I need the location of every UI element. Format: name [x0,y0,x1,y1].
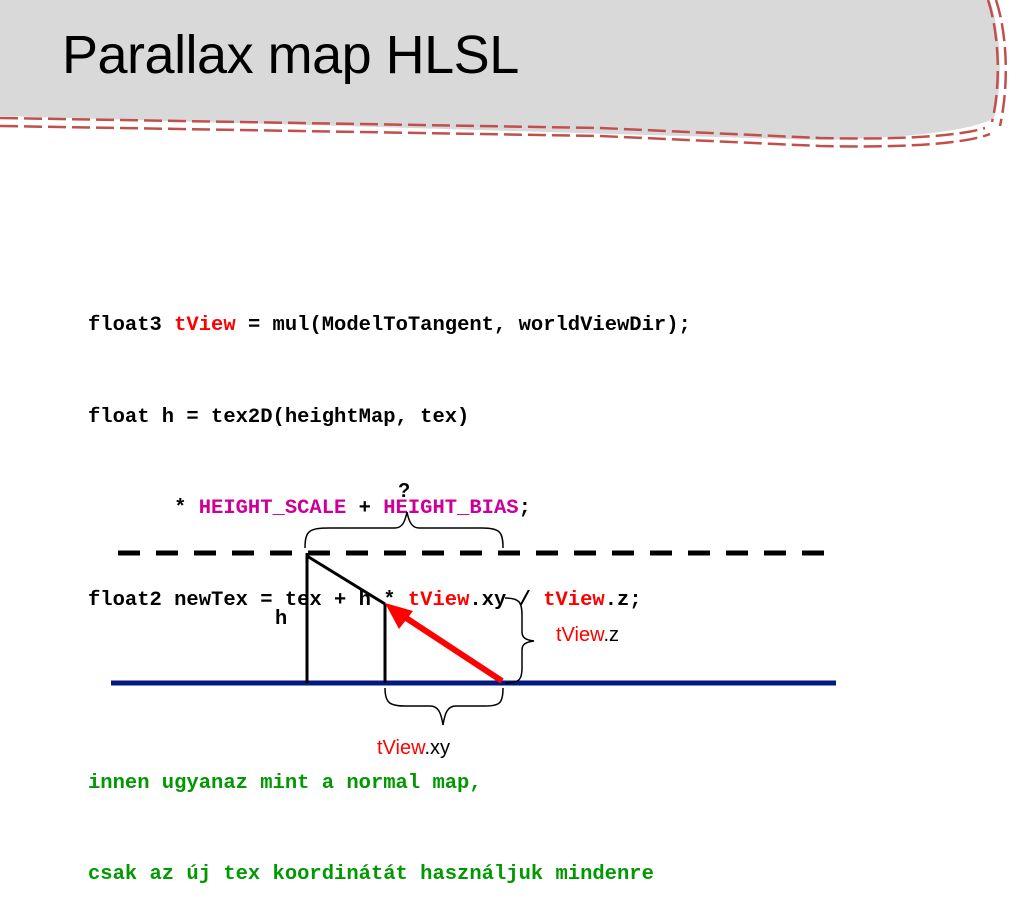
tview-arrow-head [385,603,413,629]
title-banner [0,0,1008,148]
banner-background [0,0,1000,140]
top-brace [304,511,504,549]
tview-arrow-shaft [398,611,504,684]
code-text: float h = tex2D(heightMap, tex) [88,405,470,429]
banner-stitch-top [0,116,986,140]
code-text: = mul(ModelToTangent, worldViewDir); [235,314,691,337]
tview-xy-label: tView.xy [377,737,450,760]
banner-stitch-right-1 [986,0,1000,123]
unknown-offset-label: ? [398,480,411,502]
code-text: float3 [88,314,175,337]
code-comment-2: csak az új tex koordinátát használjuk mi… [88,863,654,886]
code-line-4: float2 newTex = tex + h * tView.xy / tVi… [88,586,691,617]
code-macro-height-bias: HEIGHT_BIAS [383,497,519,520]
code-comment-1: innen ugyanaz mint a normal map, [88,771,482,795]
code-text: float2 newTex = tex + h * [88,588,408,612]
banner-stitch-bottom [0,124,991,148]
tview-xy-suffix: .xy [424,737,451,759]
code-var-tview: tView [174,314,236,337]
tview-z-label: tView.z [556,624,619,647]
code-text: * [88,497,199,520]
code-line-3: * HEIGHT_SCALE + HEIGHT_BIAS; [88,494,691,525]
bottom-brace [384,687,504,726]
slide-title: Parallax map HLSL [62,25,519,85]
code-var-tview: tView [543,588,605,612]
code-text: .z; [604,588,642,612]
code-var-tview: tView [407,588,470,612]
code-macro-height-scale: HEIGHT_SCALE [198,497,347,520]
code-text: ; [518,497,531,520]
code-line-2: float h = tex2D(heightMap, tex) [88,403,691,434]
parallax-diagram [111,511,838,726]
code-text: + [346,497,384,520]
banner-stitch-right-2 [994,0,1008,127]
height-label: h [275,607,288,629]
tview-z-suffix: .z [603,624,620,646]
right-brace [504,597,535,684]
code-line-1: float3 tView = mul(ModelToTangent, world… [88,311,691,342]
tview-xy-name: tView [377,737,425,759]
view-ray-line [306,554,386,606]
tview-z-name: tView [556,624,604,646]
